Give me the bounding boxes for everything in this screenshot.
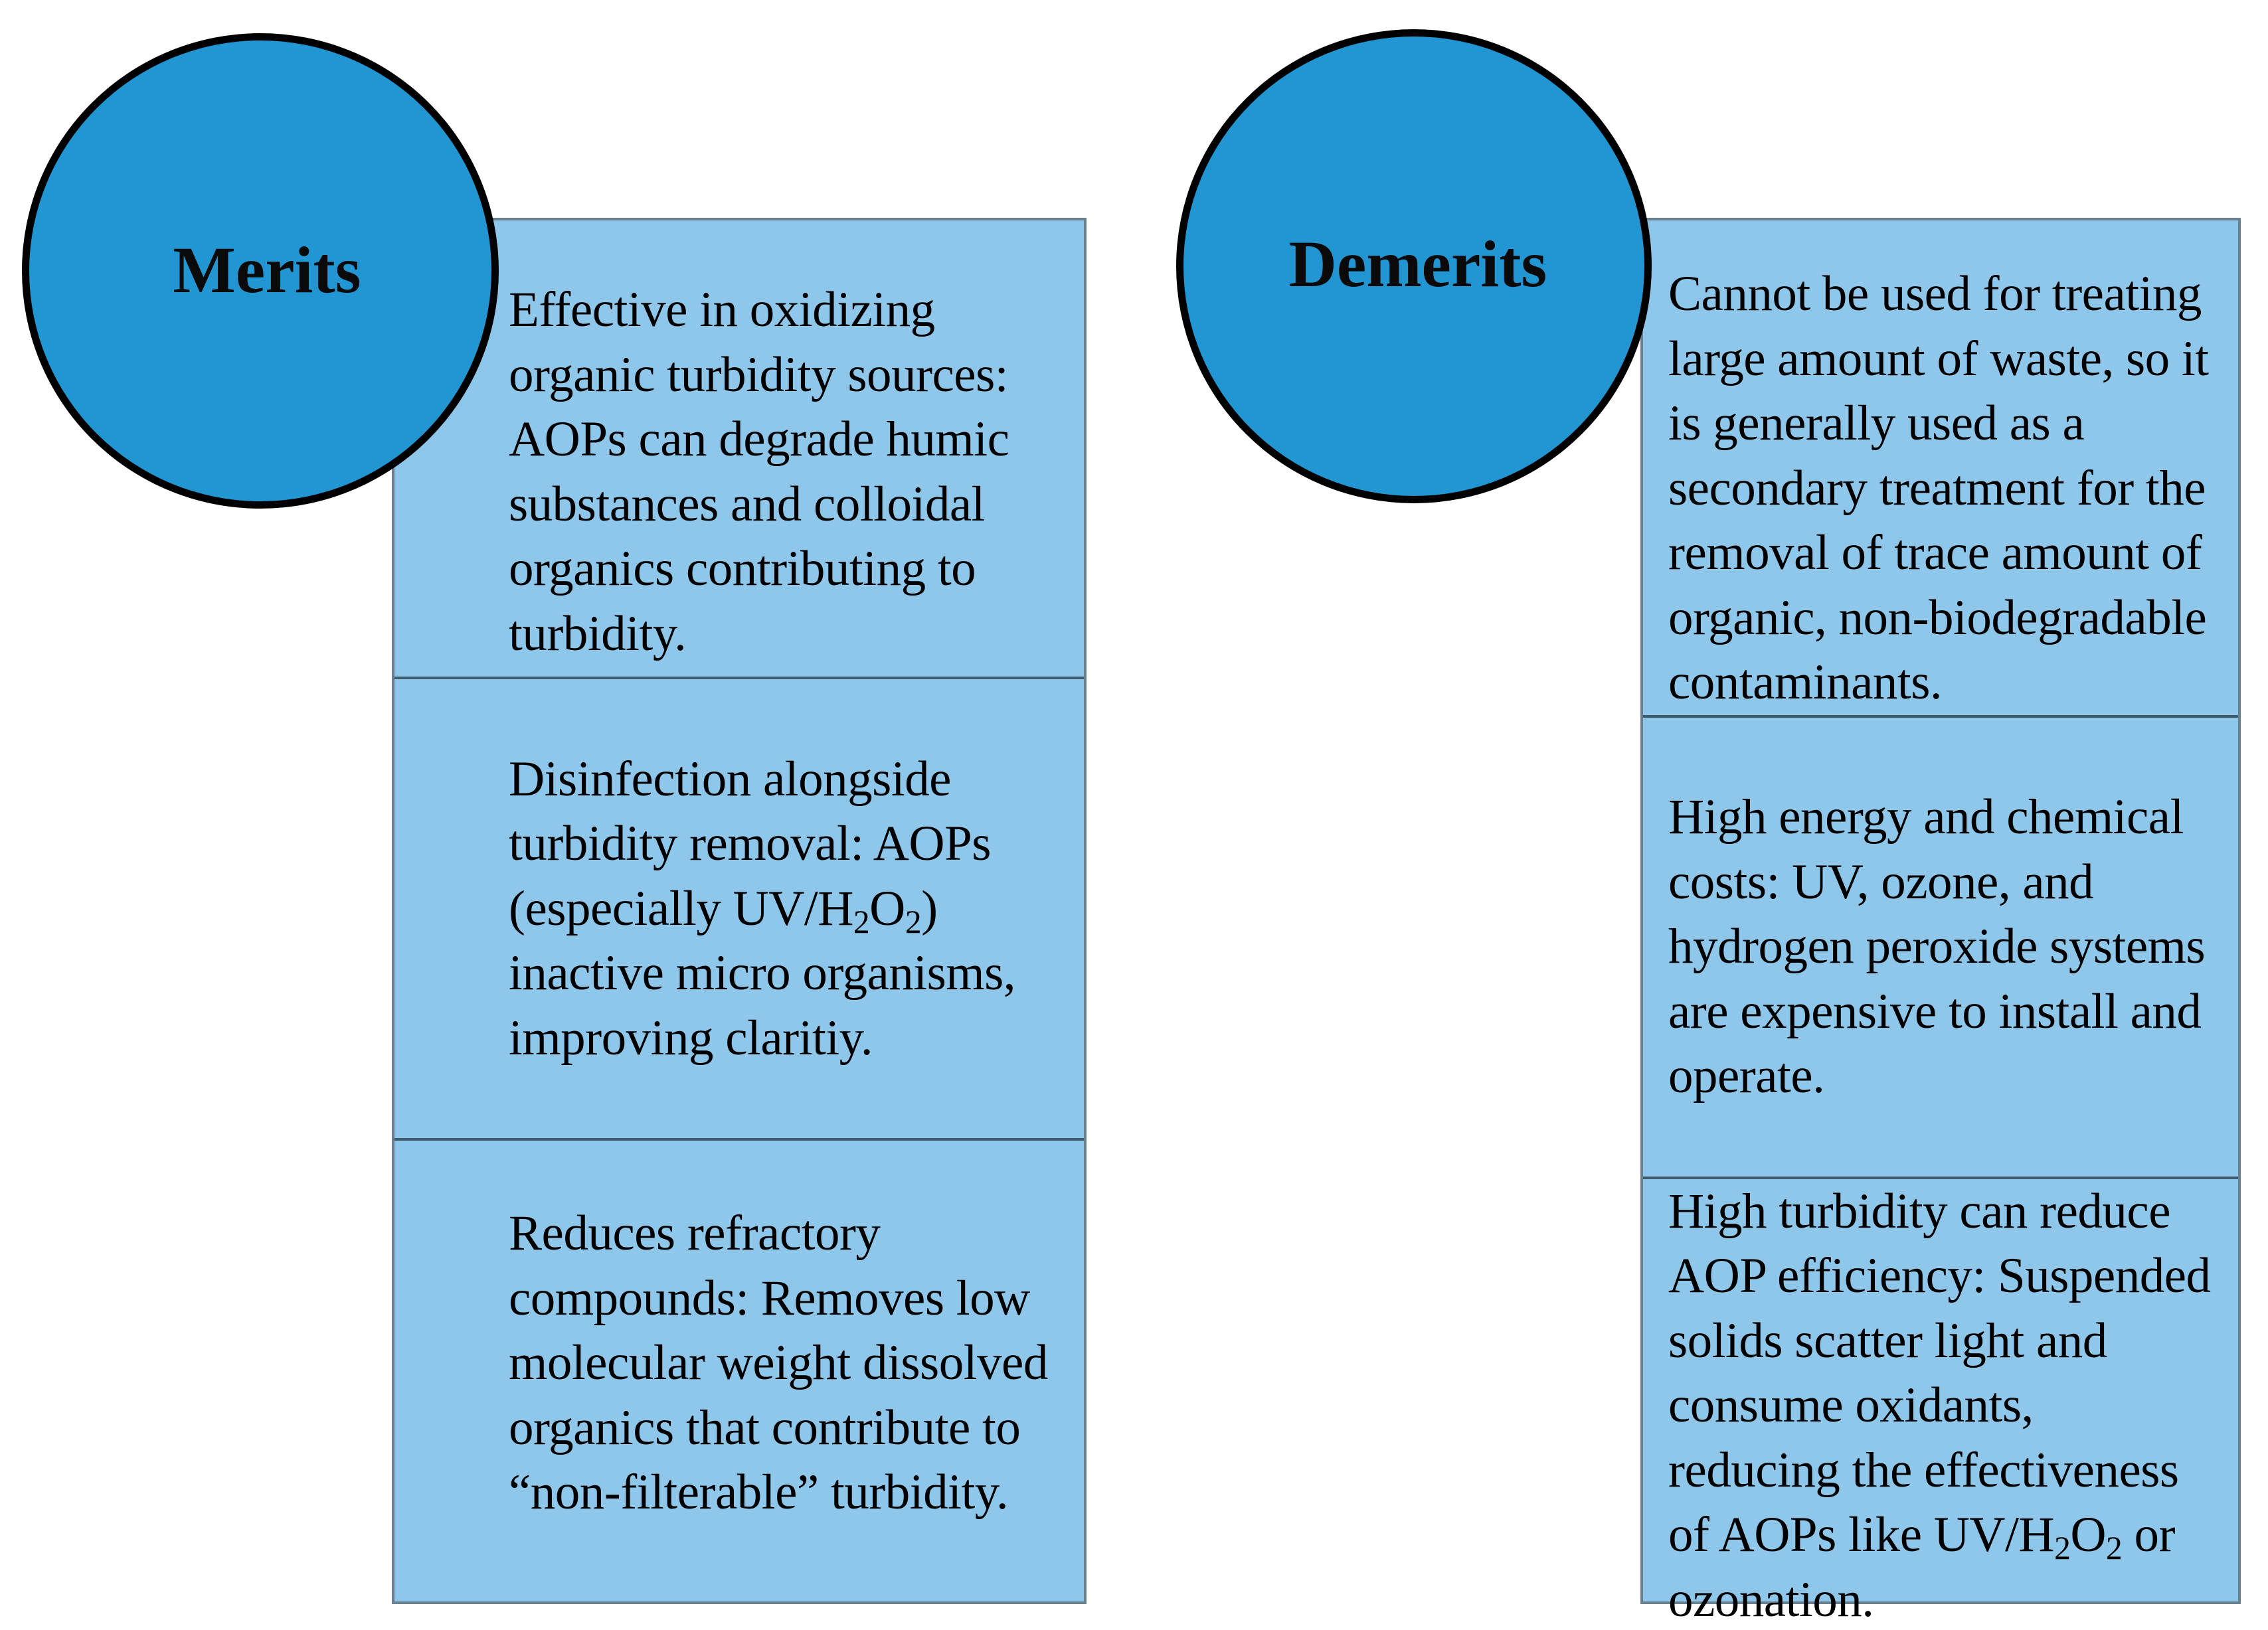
merits-item-3-text: Reduces refractory compounds: Removes lo… [509, 1206, 1048, 1520]
demerits-circle: Demerits [1176, 29, 1652, 503]
merits-item-2: Disinfection alongside turbidity removal… [394, 679, 1084, 1141]
demerits-item-2-text: High energy and chemical costs: UV, ozon… [1668, 789, 2206, 1104]
demerits-item-3-text: High turbidity can reduce AOP efficiency… [1668, 1183, 2211, 1627]
merits-item-3: Reduces refractory compounds: Removes lo… [394, 1141, 1084, 1601]
merits-circle-label: Merits [173, 232, 361, 307]
demerits-circle-label: Demerits [1288, 226, 1547, 301]
demerits-item-1-text: Cannot be used for treating large amount… [1668, 266, 2209, 710]
merits-item-2-text: Disinfection alongside turbidity removal… [509, 751, 1016, 1066]
demerits-item-3: High turbidity can reduce AOP efficiency… [1643, 1179, 2238, 1630]
merits-item-1-text: Effective in oxidizing organic turbidity… [509, 282, 1009, 661]
merits-circle: Merits [22, 33, 499, 509]
demerits-item-2: High energy and chemical costs: UV, ozon… [1643, 718, 2238, 1179]
merits-item-1: Effective in oxidizing organic turbidity… [394, 220, 1084, 679]
merits-box-column: Effective in oxidizing organic turbidity… [392, 218, 1087, 1604]
demerits-box-column: Cannot be used for treating large amount… [1640, 218, 2241, 1627]
demerits-item-1: Cannot be used for treating large amount… [1643, 220, 2238, 718]
